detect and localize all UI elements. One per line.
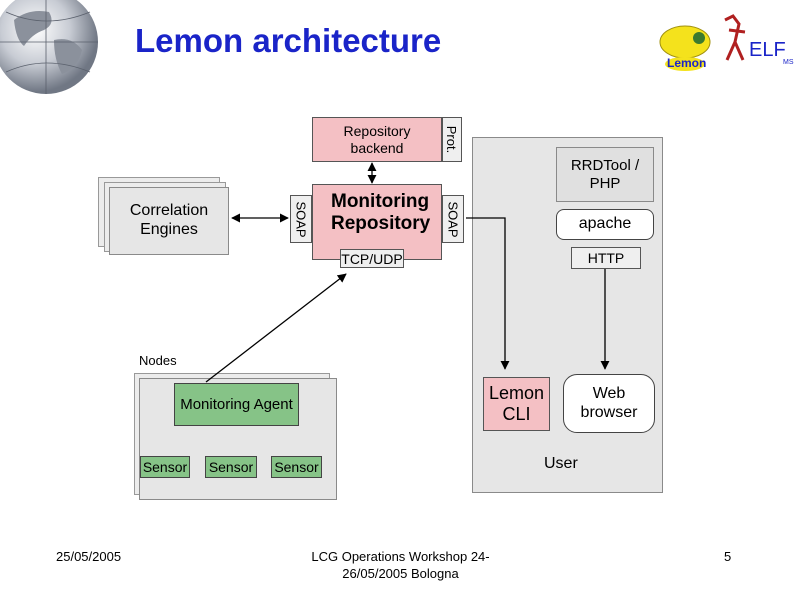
http-label: HTTP bbox=[587, 250, 625, 266]
user-label: User bbox=[544, 455, 578, 472]
sensor-label: Sensor bbox=[142, 458, 188, 475]
tcp-udp-label: TCP/UDP bbox=[341, 250, 403, 267]
rrdtool-php-label: RRDTool / PHP bbox=[570, 156, 640, 192]
web-browser-label: Web browser bbox=[580, 384, 638, 421]
soap-connector-right: SOAP bbox=[442, 195, 464, 243]
svg-text:ELF: ELF bbox=[749, 39, 786, 61]
sensor-label: Sensor bbox=[274, 458, 319, 475]
sensor-box: Sensor bbox=[271, 456, 322, 478]
correlation-engines-box: Correlation Engines bbox=[109, 187, 229, 255]
tcp-udp-connector: TCP/UDP bbox=[340, 249, 404, 268]
footer-page-number: 5 bbox=[724, 549, 732, 564]
repository-to-cli-arrow bbox=[466, 217, 510, 370]
lemon-elfms-logo-icon: Lemon ELF MS bbox=[659, 14, 794, 71]
rrdtool-php-box: RRDTool / PHP bbox=[556, 147, 654, 202]
agent-to-repository-arrow bbox=[205, 273, 347, 383]
repository-backend-label: Repository backend bbox=[343, 122, 411, 156]
apache-label: apache bbox=[578, 215, 632, 233]
correlation-engines-label: Correlation Engines bbox=[129, 202, 209, 238]
prot-connector: Prot. bbox=[442, 117, 462, 162]
monitoring-agent-label: Monitoring Agent bbox=[180, 395, 293, 413]
apache-box: apache bbox=[556, 209, 654, 240]
sensor-box: Sensor bbox=[205, 456, 257, 478]
repository-backend-box: Repository backend bbox=[312, 117, 442, 162]
lemon-cli-label: Lemon CLI bbox=[488, 382, 545, 424]
http-connector: HTTP bbox=[571, 247, 641, 269]
footer-date: 25/05/2005 bbox=[56, 549, 122, 564]
sensor-label: Sensor bbox=[208, 458, 254, 475]
lemon-cli-box: Lemon CLI bbox=[483, 377, 550, 431]
soap-connector-left: SOAP bbox=[290, 195, 312, 243]
sensor-box: Sensor bbox=[140, 456, 190, 478]
footer-event: LCG Operations Workshop 24-26/05/2005 Bo… bbox=[311, 549, 490, 581]
svg-text:MS: MS bbox=[783, 59, 794, 66]
monitoring-repository-box: Monitoring Repository bbox=[312, 184, 442, 260]
nodes-label: Nodes bbox=[139, 353, 177, 368]
svg-text:Lemon: Lemon bbox=[667, 56, 706, 70]
slide-title: Lemon architecture bbox=[135, 22, 442, 59]
globe-icon bbox=[0, 0, 98, 94]
web-browser-box: Web browser bbox=[563, 374, 655, 433]
monitoring-agent-box: Monitoring Agent bbox=[174, 383, 299, 426]
monitoring-repository-label: Monitoring Repository bbox=[331, 191, 431, 234]
